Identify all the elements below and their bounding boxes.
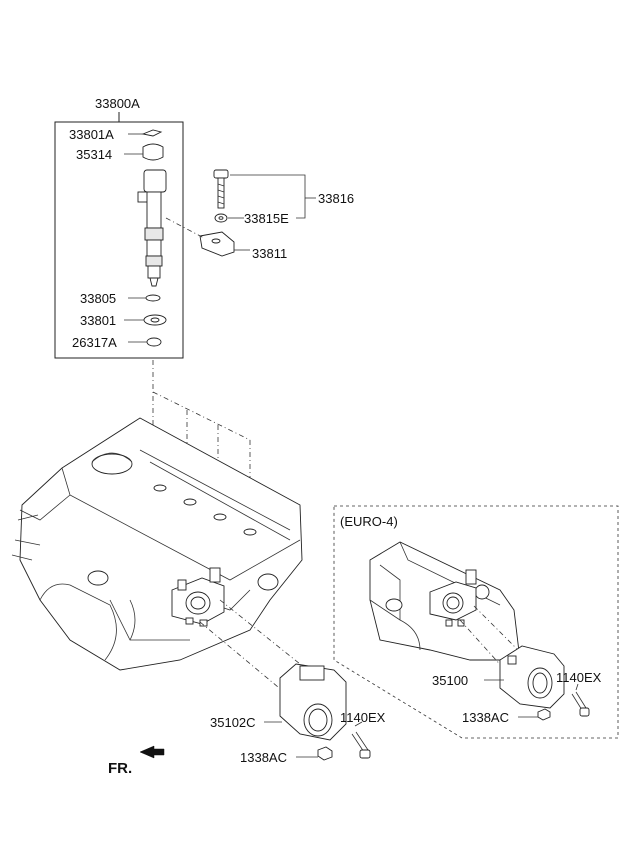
- front-indicator: FR.: [108, 745, 165, 777]
- label-33815E: 33815E: [244, 211, 289, 226]
- label-33800A: 33800A: [95, 96, 140, 111]
- front-arrow-icon: [139, 745, 165, 759]
- euro-caption: (EURO-4): [340, 514, 398, 529]
- label-33801A: 33801A: [69, 127, 114, 142]
- label-1338AC-euro: 1338AC: [462, 710, 509, 725]
- label-1140EX-main: 1140EX: [340, 710, 386, 725]
- intake-flange: [171, 567, 225, 627]
- label-33805: 33805: [80, 291, 116, 306]
- front-label: FR.: [108, 760, 132, 777]
- label-33816: 33816: [318, 191, 354, 206]
- label-1140EX-euro: 1140EX: [556, 670, 602, 685]
- nut-main: 1338AC: [240, 746, 333, 765]
- injector: [137, 169, 167, 287]
- label-35314: 35314: [76, 147, 112, 162]
- label-26317A: 26317A: [72, 335, 117, 350]
- label-35100: 35100: [432, 673, 468, 688]
- label-33811: 33811: [252, 246, 287, 261]
- label-35102C: 35102C: [210, 715, 256, 730]
- injector-group: 33800A 33801A 35314 33805 33801: [54, 96, 184, 359]
- engine-head: [11, 417, 303, 671]
- clamp-group: 33815E 33816 33811: [165, 169, 354, 261]
- bolt-main: 1140EX: [340, 710, 386, 759]
- label-33801: 33801: [80, 313, 116, 328]
- label-1338AC-main: 1338AC: [240, 750, 287, 765]
- throttle-body: 35102C: [210, 663, 347, 741]
- euro4-inset: (EURO-4) 35100 1140EX 1338AC: [333, 505, 619, 739]
